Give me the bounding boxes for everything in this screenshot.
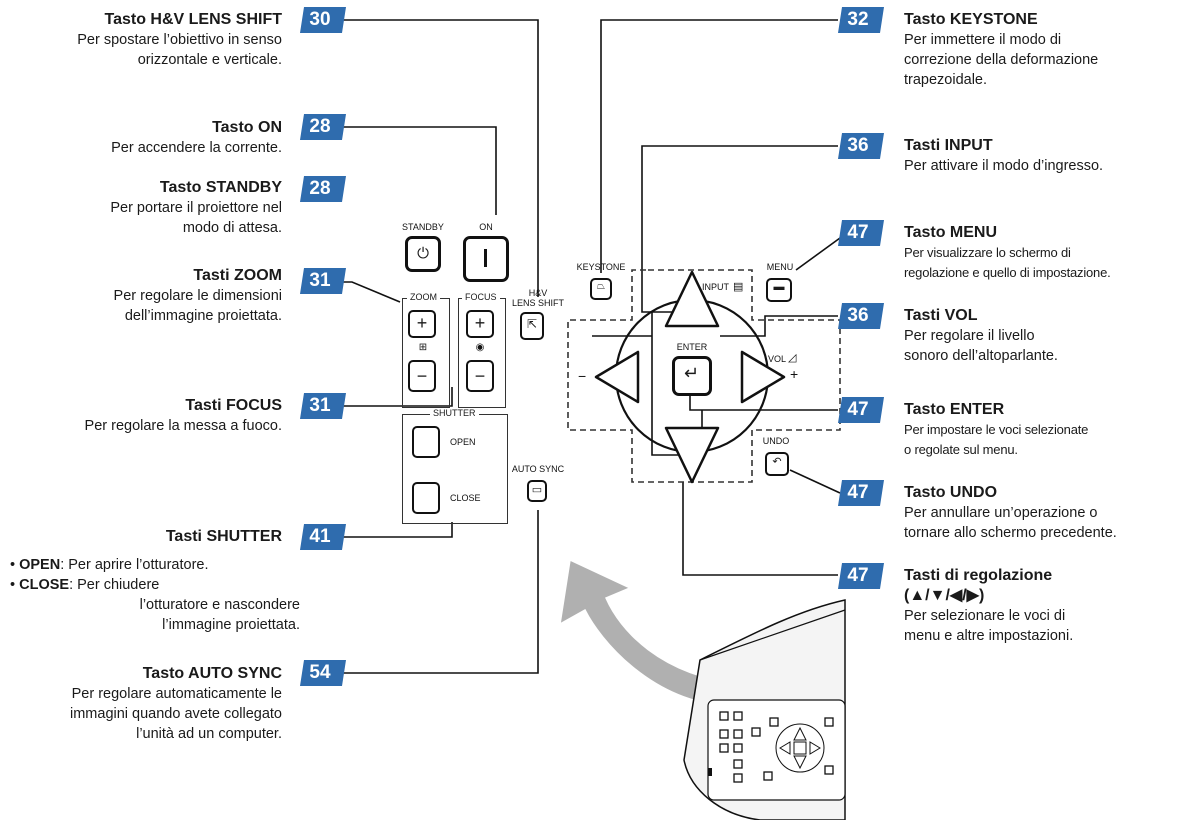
input-label: INPUT — [702, 282, 729, 292]
line-shutter — [342, 522, 453, 538]
callout-on: Tasto ON Per accendere la corrente. — [111, 119, 282, 156]
standby-label: STANDBY — [402, 222, 444, 232]
line-input — [641, 145, 838, 313]
callout-menu: Tasto MENU Per visualizzare lo schermo d… — [904, 224, 1111, 280]
badge-shutter: 41 — [300, 524, 346, 550]
callout-adjust: Tasti di regolazione (▲/▼/◀/▶) Per selez… — [904, 567, 1074, 644]
line-lens-shift — [342, 19, 539, 297]
zoom-plus-button[interactable]: + — [408, 310, 436, 338]
line-adjust — [682, 482, 838, 576]
line-zoom — [342, 281, 401, 303]
undo-icon: ↶ — [772, 456, 782, 468]
callout-shutter: Tasti SHUTTER — [165, 528, 282, 545]
focus-plus-button[interactable]: + — [466, 310, 494, 338]
enter-icon: ↵ — [683, 363, 700, 383]
zoom-label: ZOOM — [407, 292, 440, 302]
plus-label: + — [790, 366, 799, 382]
badge-vol: 36 — [838, 303, 884, 329]
badge-standby: 28 — [300, 176, 346, 202]
left-arrow-key — [594, 350, 640, 404]
menu-icon: ▬ — [773, 281, 785, 293]
keystone-button[interactable]: ⏢ — [590, 278, 612, 300]
curved-arrow — [559, 558, 742, 707]
up-arrow-key — [664, 270, 720, 328]
focus-label: FOCUS — [462, 292, 500, 302]
menu-label: MENU — [766, 262, 794, 272]
badge-adjust: 47 — [838, 563, 884, 589]
badge-undo: 47 — [838, 480, 884, 506]
shutter-label: SHUTTER — [430, 408, 479, 418]
line-autosync — [342, 510, 539, 674]
projector-illustration — [683, 599, 846, 820]
on-label: ON — [479, 222, 493, 232]
power-icon: ⏻ — [417, 245, 429, 262]
auto-sync-icon: ▭ — [531, 484, 543, 496]
shutter-open-label: OPEN — [450, 437, 476, 447]
lens-shift-icon: ⇱ — [526, 317, 538, 331]
undo-label: UNDO — [762, 436, 790, 446]
standby-button[interactable]: ⏻ — [405, 236, 441, 272]
input-icon: ▤ — [733, 281, 744, 293]
on-button[interactable] — [463, 236, 509, 282]
callout-enter: Tasto ENTER Per impostare le voci selezi… — [904, 401, 1089, 457]
callout-title: Tasto H&V LENS SHIFT — [104, 11, 283, 28]
line-undo — [789, 469, 841, 494]
callout-auto-sync: Tasto AUTO SYNC Per regolare automaticam… — [70, 665, 282, 742]
callout-standby: Tasto STANDBY Per portare il proiettore … — [110, 179, 282, 236]
zoom-minus-button[interactable]: − — [408, 360, 436, 392]
focus-icon: ◉ — [475, 342, 485, 353]
shutter-open-button[interactable] — [412, 426, 440, 458]
auto-sync-label: AUTO SYNC — [511, 464, 565, 474]
lens-shift-button[interactable]: ⇱ — [520, 312, 544, 340]
badge-on: 28 — [300, 114, 346, 140]
badge-keystone: 32 — [838, 7, 884, 33]
callout-keystone: Tasto KEYSTONE Per immettere il modo di … — [904, 11, 1099, 88]
shutter-close-button[interactable] — [412, 482, 440, 514]
badge-menu: 47 — [838, 220, 884, 246]
zoom-icon: ⊞ — [418, 342, 428, 353]
shutter-close-label: CLOSE — [450, 493, 481, 503]
callout-vol: Tasti VOL Per regolare il livello sonoro… — [904, 307, 1058, 364]
line-menu — [795, 237, 841, 271]
bullet-open: • OPEN: Per aprire l’otturatore. — [10, 557, 209, 573]
line-on — [342, 126, 497, 215]
undo-button[interactable]: ↶ — [765, 452, 789, 476]
menu-button[interactable]: ▬ — [766, 278, 792, 302]
line-keystone — [600, 19, 838, 273]
down-arrow-key — [664, 426, 720, 484]
badge-focus: 31 — [300, 393, 346, 419]
badge-auto-sync: 54 — [300, 660, 346, 686]
focus-minus-button[interactable]: − — [466, 360, 494, 392]
badge-input: 36 — [838, 133, 884, 159]
callout-undo: Tasto UNDO Per annullare un’operazione o… — [904, 484, 1117, 541]
auto-sync-button[interactable]: ▭ — [527, 480, 547, 502]
callout-focus: Tasti FOCUS Per regolare la messa a fuoc… — [84, 397, 282, 434]
vol-label: VOL — [768, 354, 787, 364]
badge-enter: 47 — [838, 397, 884, 423]
vol-icon: ◿ — [788, 352, 797, 364]
keystone-icon: ⏢ — [597, 281, 605, 292]
enter-label: ENTER — [676, 342, 708, 352]
on-bar-icon — [484, 249, 487, 267]
line-focus — [342, 387, 453, 407]
right-arrow-key — [740, 350, 786, 404]
shutter-bullets: • OPEN: Per aprire l’otturatore. • CLOSE… — [10, 557, 300, 633]
bullet-close: • CLOSE: Per chiudere — [10, 577, 160, 593]
badge-zoom: 31 — [300, 268, 346, 294]
keystone-label: KEYSTONE — [576, 262, 626, 272]
enter-button[interactable]: ↵ — [672, 356, 712, 396]
callout-input: Tasti INPUT Per attivare il modo d’ingre… — [904, 137, 1104, 174]
line-vol — [720, 315, 838, 337]
minus-label: − — [578, 368, 587, 384]
callout-zoom: Tasti ZOOM Per regolare le dimensioni de… — [113, 267, 282, 324]
badge-lens-shift: 30 — [300, 7, 346, 33]
callout-lens-shift: Tasto H&V LENS SHIFT Per spostare l’obie… — [0, 10, 282, 70]
